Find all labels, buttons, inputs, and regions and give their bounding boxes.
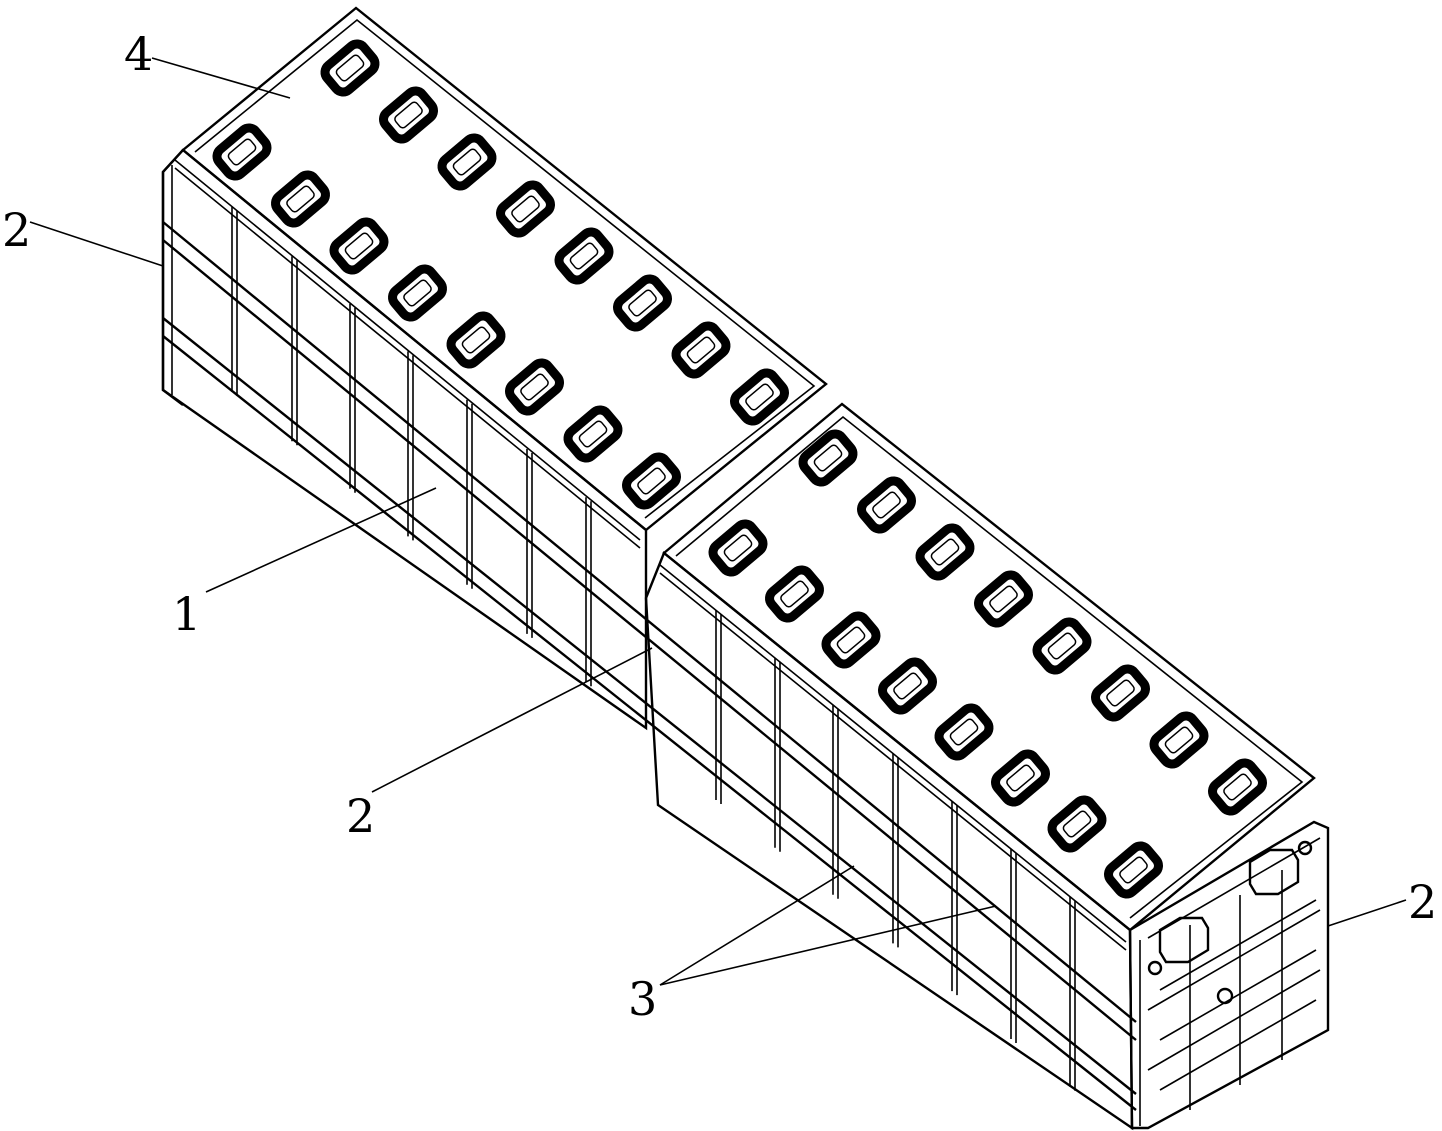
binding-strap-lower — [162, 317, 1137, 1111]
module-1-cell-front-5 — [446, 311, 506, 369]
module-2-cell-back-7 — [1149, 711, 1209, 769]
end-plate-right — [1128, 820, 1330, 1130]
module-1-cell-back-3 — [437, 133, 497, 191]
label-1: 1 — [172, 587, 201, 641]
module-1-cell-back-7 — [671, 321, 731, 379]
module-2-cell-front-8 — [1104, 841, 1163, 899]
module-2-cell-front-3 — [821, 611, 881, 669]
binding-strap-upper — [162, 221, 1137, 1041]
label-2-left: 2 — [2, 203, 31, 257]
module-1-cell-back-2 — [379, 86, 438, 144]
module-2-cell-front-4 — [878, 657, 937, 715]
module-1-cell-front-4 — [388, 264, 447, 322]
module-1-cell-front-8 — [622, 452, 681, 510]
module-1-cell-front-3 — [329, 217, 389, 275]
module-2-side-face — [644, 551, 1134, 1131]
module-1-cell-back-1 — [320, 39, 380, 97]
label-2-right: 2 — [1408, 875, 1437, 929]
module-1-cell-back-4 — [496, 180, 555, 238]
module-2-cell-front-7 — [1047, 795, 1107, 853]
module-1-cell-back-8 — [730, 368, 789, 426]
module-2-cell-front-2 — [765, 565, 824, 623]
label-3: 3 — [628, 972, 657, 1026]
module-2-cell-front-1 — [708, 519, 768, 577]
label-2-middle: 2 — [346, 789, 375, 843]
module-2-cell-back-1 — [798, 429, 858, 487]
module-2-cell-front-6 — [991, 749, 1050, 807]
module-1-cell-front-6 — [505, 358, 564, 416]
module-1-cell-back-5 — [554, 227, 614, 285]
module-1-cell-front-7 — [563, 405, 623, 463]
module-2-cell-back-2 — [857, 476, 916, 534]
battery-module-2 — [644, 402, 1316, 1131]
module-2-top-cover — [662, 402, 1316, 932]
module-1-cell-front-1 — [212, 123, 272, 181]
label-4: 4 — [124, 27, 153, 81]
module-2-cell-front-5 — [934, 703, 994, 761]
end-plate-left — [161, 149, 184, 406]
module-2-cell-back-4 — [974, 570, 1033, 628]
module-2-cell-back-8 — [1208, 758, 1267, 816]
battery-module-1 — [161, 6, 828, 731]
module-2-cell-back-5 — [1032, 617, 1092, 675]
module-1-cell-front-2 — [271, 170, 330, 228]
leader-lines — [29, 57, 1407, 986]
module-2-cell-back-6 — [1091, 664, 1150, 722]
module-2-cell-back-3 — [915, 523, 975, 581]
module-1-cell-back-6 — [613, 274, 672, 332]
